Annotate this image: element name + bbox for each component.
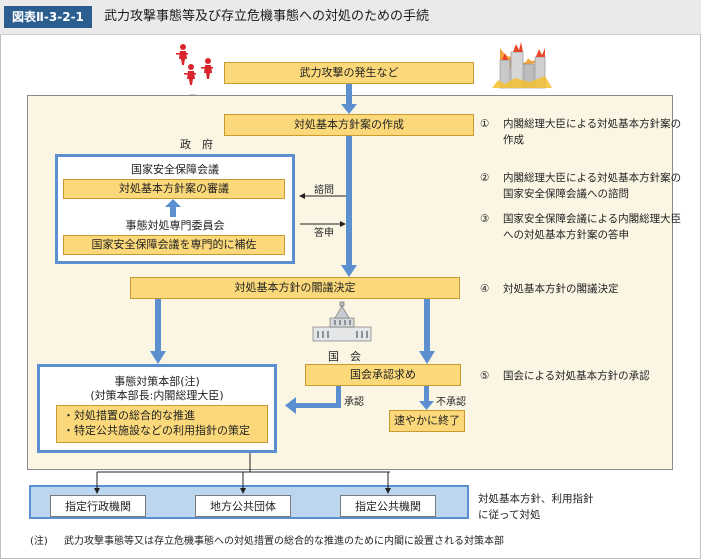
hq-item-2: ・特定公共施設などの利用指針の策定 xyxy=(63,424,250,437)
designated-admin-box: 指定行政機関 xyxy=(50,495,146,517)
designated-admin-label: 指定行政機関 xyxy=(65,500,131,513)
designated-public-box: 指定公共機関 xyxy=(340,495,436,517)
attack-label: 武力攻撃の発生など xyxy=(299,65,399,79)
approved-label: 承認 xyxy=(344,397,364,408)
government-label: 政 府 xyxy=(180,138,213,151)
diet-label: 国 会 xyxy=(328,350,361,363)
committee-support-label: 国家安全保障会議を専門的に補佐 xyxy=(91,237,257,251)
committee-support-box: 国家安全保障会議を専門的に補佐 xyxy=(63,235,285,255)
hq-title: 事態対策本部(注) xyxy=(114,375,200,388)
draft-box: 対処基本方針案の作成 xyxy=(224,114,474,136)
terminate-box: 速やかに終了 xyxy=(389,410,465,432)
footnote-text: 武力攻撃事態等又は存立危機事態への対処措置の総合的な推進のために内閣に設置される… xyxy=(64,536,504,547)
committee-title: 事態対処専門委員会 xyxy=(125,219,225,232)
not-approved-label: 不承認 xyxy=(436,397,466,408)
hq-item-1: ・対処措置の総合的な推進 xyxy=(63,409,195,423)
bottom-note: 対処基本方針、利用指針に従って対処 xyxy=(478,493,594,521)
note-2: ② 内閣総理大臣による対処基本方針案の国家安全保障会議への諮問 xyxy=(480,172,682,200)
figure-label: 図表Ⅱ-3-2-1 xyxy=(4,6,92,28)
footnote-label: (注) xyxy=(30,536,48,547)
attack-box: 武力攻撃の発生など xyxy=(224,62,474,84)
cabinet-decision-label: 対処基本方針の閣議決定 xyxy=(234,280,356,294)
designated-public-label: 指定公共機関 xyxy=(355,500,421,513)
figure-title: 武力攻撃事態等及び存立危機事態への対処のための手続 xyxy=(104,9,430,24)
note-4: ④ 対処基本方針の閣議決定 xyxy=(480,283,619,295)
figure-header: 図表Ⅱ-3-2-1 武力攻撃事態等及び存立危機事態への対処のための手続 xyxy=(0,0,701,35)
diet-request-label: 国会承認求め xyxy=(350,367,416,381)
consult-label: 諮問 xyxy=(314,185,334,196)
nsc-title: 国家安全保障会議 xyxy=(131,163,219,176)
note-1: ① 内閣総理大臣による対処基本方針案の作成 xyxy=(480,118,682,146)
cabinet-decision-box: 対処基本方針の閣議決定 xyxy=(130,277,460,299)
diet-request-box: 国会承認求め xyxy=(305,364,461,386)
note-5: ⑤ 国会による対処基本方針の承認 xyxy=(480,370,650,382)
nsc-deliberation-box: 対処基本方針案の審議 xyxy=(63,179,285,199)
terminate-label: 速やかに終了 xyxy=(394,413,460,427)
hq-items-box: ・対処措置の総合的な推進 ・特定公共施設などの利用指針の策定 xyxy=(56,405,268,443)
note-3: ③ 国家安全保障会議による内閣総理大臣への対処基本方針案の答申 xyxy=(480,213,682,241)
nsc-deliberation-label: 対処基本方針案の審議 xyxy=(119,181,229,195)
local-gov-box: 地方公共団体 xyxy=(195,495,291,517)
draft-label: 対処基本方針案の作成 xyxy=(294,117,404,131)
hq-subtitle: (対策本部長:内閣総理大臣) xyxy=(90,389,224,402)
answer-label: 答申 xyxy=(314,228,334,239)
local-gov-label: 地方公共団体 xyxy=(210,500,276,513)
